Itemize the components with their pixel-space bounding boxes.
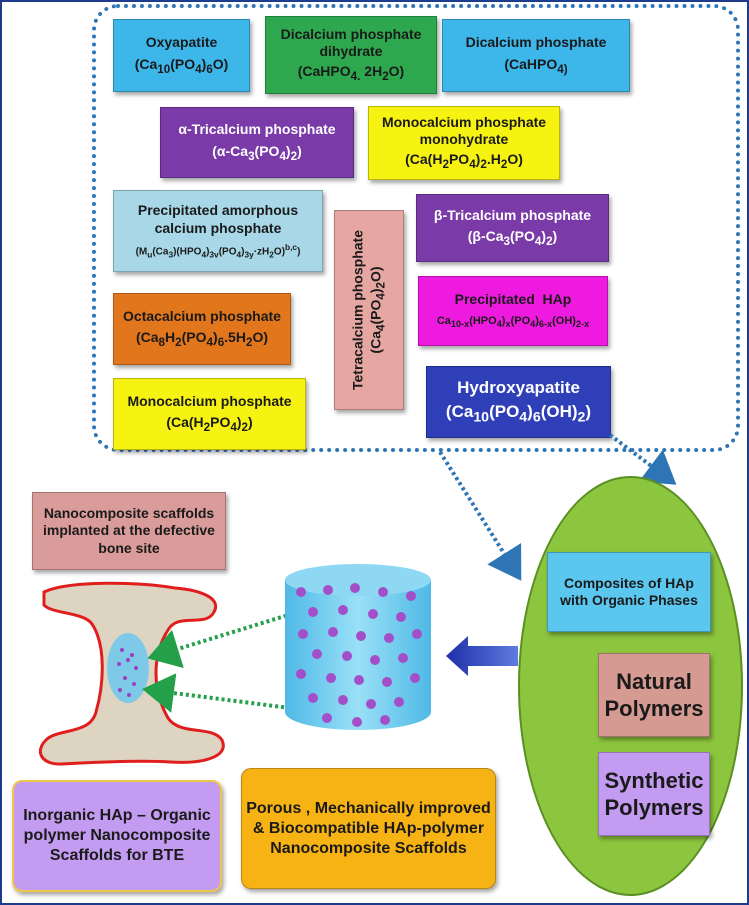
- bottom-center-box: Porous , Mechanically improved & Biocomp…: [241, 768, 496, 889]
- implant-particles: [117, 648, 138, 697]
- scaffold-particle: [410, 673, 420, 683]
- scaffold-particle: [322, 713, 332, 723]
- implant-label-box: Nanocomposite scaffolds implanted at the…: [32, 492, 226, 570]
- hap-box: Hydroxyapatite (Ca10(PO4)6(OH)2): [426, 366, 611, 438]
- calcium-phosphates-group: [92, 4, 740, 452]
- synthetic-polymers-box: Synthetic Polymers: [598, 752, 710, 836]
- dcpd-formula: (CaHPO4. 2H2O): [297, 62, 405, 83]
- hap-formula: (Ca10(PO4)6(OH)2): [445, 402, 592, 426]
- arrow-to-composites: [438, 450, 522, 581]
- scaffold-particle: [398, 653, 408, 663]
- scaffold-particle: [298, 629, 308, 639]
- acp-formula: (Mu(Ca3)(HPO4)3v(PO4)3y·zH2O)b,c): [135, 242, 301, 260]
- natural-polymers-label: Natural Polymers: [604, 668, 704, 722]
- dcp-name: Dicalcium phosphate: [465, 34, 607, 51]
- arrow-to-ellipse: [608, 433, 677, 485]
- oxyapatite-box: Oxyapatite (Ca10(PO4)6O): [113, 19, 250, 92]
- mcp-name: Monocalcium phosphate: [127, 392, 292, 409]
- ttcp-box: Tetracalcium phosphate(Ca4(PO4)2O): [334, 210, 404, 410]
- ocp-name: Octacalcium phosphate: [123, 307, 281, 324]
- scaffold-particle: [326, 673, 336, 683]
- scaffold-particle: [323, 585, 333, 595]
- bottom-left-label: Inorganic HAp – Organic polymer Nanocomp…: [23, 807, 211, 864]
- synthetic-polymers-label: Synthetic Polymers: [604, 767, 704, 821]
- implant-site: [107, 633, 149, 703]
- scaffold-particle: [366, 699, 376, 709]
- scaffold-particle: [396, 612, 406, 622]
- phap-box: Precipitated HAp Ca10-x(HPO4)x(PO4)6-x(O…: [418, 276, 608, 346]
- mcpm-formula: (Ca(H2PO4)2.H2O): [405, 150, 523, 171]
- implant-label: Nanocomposite scaffolds implanted at the…: [43, 504, 215, 556]
- natural-polymers-box: Natural Polymers: [598, 653, 710, 737]
- dcp-formula: (CaHPO4): [504, 55, 568, 76]
- scaffold-particle: [394, 697, 404, 707]
- scaffold-particle: [384, 633, 394, 643]
- scaffold-particle: [382, 677, 392, 687]
- composites-title: Composites of HAp with Organic Phases: [560, 574, 698, 609]
- scaffold-cylinder: [285, 564, 431, 730]
- scaffold-particle: [412, 629, 422, 639]
- hap-name: Hydroxyapatite: [457, 377, 580, 397]
- dcp-box: Dicalcium phosphate (CaHPO4): [442, 19, 630, 92]
- mcp-formula: (Ca(H2PO4)2): [166, 414, 253, 434]
- composites-title-box: Composites of HAp with Organic Phases: [547, 552, 711, 632]
- scaffold-particle: [338, 695, 348, 705]
- phap-formula: Ca10-x(HPO4)x(PO4)6-x(OH)2-x: [436, 314, 590, 330]
- scaffold-particle: [338, 605, 348, 615]
- atcp-formula: (α-Ca3(PO4)2): [212, 142, 302, 163]
- atcp-name: α-Tricalcium phosphate: [178, 121, 336, 138]
- scaffold-particle: [350, 583, 360, 593]
- scaffold-particle: [370, 655, 380, 665]
- bottom-center-label: Porous , Mechanically improved & Biocomp…: [246, 799, 491, 857]
- scaffold-particle: [378, 587, 388, 597]
- bottom-left-box: Inorganic HAp – Organic polymer Nanocomp…: [12, 780, 222, 892]
- btcp-name: β-Tricalcium phosphate: [433, 206, 592, 223]
- scaffold-particle: [312, 649, 322, 659]
- scaffold-particle: [356, 631, 366, 641]
- atcp-box: α-Tricalcium phosphate (α-Ca3(PO4)2): [160, 107, 354, 178]
- scaffold-particle: [354, 675, 364, 685]
- scaffold-particle: [380, 715, 390, 725]
- oxyapatite-name: Oxyapatite: [145, 34, 218, 51]
- big-left-arrow: [446, 636, 518, 676]
- scaffold-particle: [296, 587, 306, 597]
- scaffold-particle: [328, 627, 338, 637]
- btcp-formula: (β-Ca3(PO4)2): [467, 228, 558, 248]
- ocp-box: Octacalcium phosphate (Ca8H2(PO4)6.5H2O): [113, 293, 291, 365]
- arrow-scaffold-to-bone-2: [142, 673, 291, 713]
- ocp-formula: (Ca8H2(PO4)6.5H2O): [135, 329, 269, 349]
- oxyapatite-formula: (Ca10(PO4)6O): [134, 55, 229, 76]
- scaffold-particle: [308, 693, 318, 703]
- arrow-scaffold-to-bone-1: [147, 610, 299, 669]
- scaffold-particle: [308, 607, 318, 617]
- scaffold-particle: [406, 591, 416, 601]
- btcp-box: β-Tricalcium phosphate (β-Ca3(PO4)2): [416, 194, 609, 262]
- phap-name: Precipitated HAp: [454, 291, 572, 308]
- scaffold-particle: [342, 651, 352, 661]
- scaffold-particle: [352, 717, 362, 727]
- scaffold-particle: [368, 609, 378, 619]
- scaffold-particle: [296, 669, 306, 679]
- mcp-box: Monocalcium phosphate (Ca(H2PO4)2): [113, 378, 306, 450]
